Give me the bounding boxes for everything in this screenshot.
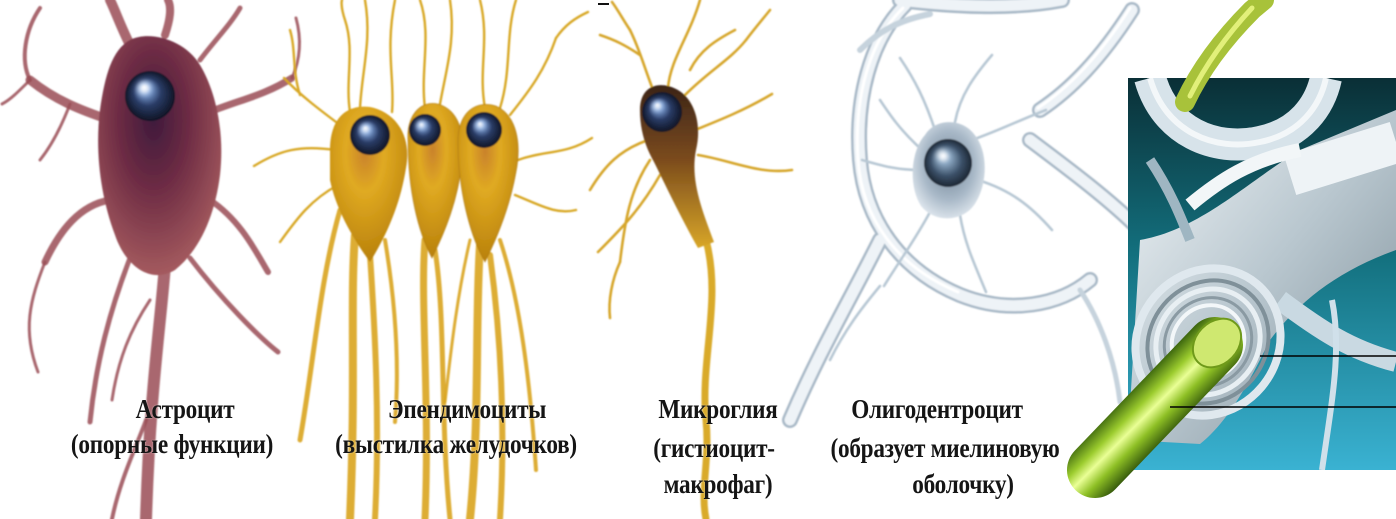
ependymocytes-caption: (выстилка желудочков): [327, 428, 585, 460]
ependymocytes-label: Эпендимоциты: [338, 393, 596, 425]
oligodendrocyte-caption-line2: оболочку): [834, 468, 1092, 500]
oligodendrocyte-cell: [790, 0, 1140, 420]
oligodendrocyte-caption-line1: (образует миелиновую: [816, 432, 1074, 464]
oligodendrocyte-label: Олигодентроцит: [808, 393, 1066, 425]
microglia-caption-line2: макрофаг): [589, 468, 847, 500]
astrocyte-caption: (опорные функции): [43, 428, 301, 460]
astrocyte-label: Астроцит: [56, 393, 314, 425]
myelin-sheath-panel: [1095, 0, 1396, 470]
microglia-caption-line1: (гистиоцит-: [585, 432, 843, 464]
